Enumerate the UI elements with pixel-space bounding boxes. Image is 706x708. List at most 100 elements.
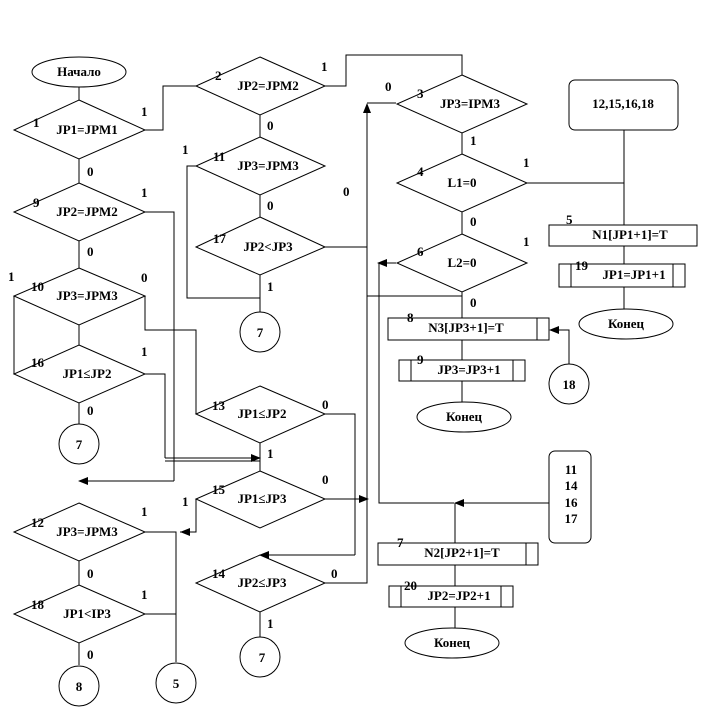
- svg-text:1: 1: [141, 587, 148, 602]
- svg-text:1: 1: [141, 344, 148, 359]
- svg-text:JP3=JPM3: JP3=JPM3: [56, 288, 118, 303]
- svg-text:1: 1: [182, 142, 189, 157]
- connector-7-a: 7: [58, 423, 100, 465]
- subroutine-20: JP2=JP2+1 20: [388, 578, 514, 608]
- svg-text:L1=0: L1=0: [447, 175, 476, 190]
- svg-text:9: 9: [417, 352, 424, 367]
- svg-text:L2=0: L2=0: [447, 255, 476, 270]
- svg-text:11: 11: [565, 462, 577, 477]
- svg-text:0: 0: [141, 270, 148, 285]
- svg-text:16: 16: [31, 355, 45, 370]
- connector-8: 8: [58, 665, 100, 707]
- process-8: N3[JP3+1]=T 8: [387, 310, 550, 341]
- svg-text:13: 13: [212, 398, 226, 413]
- group-box-top: 12,15,16,18: [568, 79, 679, 131]
- connector-7-b: 7: [239, 311, 281, 353]
- svg-text:1: 1: [267, 279, 274, 294]
- svg-text:5: 5: [566, 212, 573, 227]
- svg-text:15: 15: [212, 482, 226, 497]
- svg-text:0: 0: [267, 118, 274, 133]
- svg-text:JP1≤JP2: JP1≤JP2: [62, 366, 111, 381]
- svg-text:0: 0: [322, 397, 329, 412]
- svg-text:JP3=IPM3: JP3=IPM3: [440, 96, 501, 111]
- svg-text:JP1≤JP3: JP1≤JP3: [237, 491, 287, 506]
- svg-text:1: 1: [8, 269, 15, 284]
- svg-text:0: 0: [87, 244, 94, 259]
- decision-2: JP2=JPM2 2 1 0: [194, 56, 328, 133]
- svg-text:0: 0: [87, 566, 94, 581]
- svg-text:JP1≤JP2: JP1≤JP2: [237, 406, 286, 421]
- svg-text:0: 0: [87, 647, 94, 662]
- svg-text:JP2≤JP3: JP2≤JP3: [237, 575, 287, 590]
- svg-text:14: 14: [565, 478, 579, 493]
- svg-text:JP1<IP3: JP1<IP3: [63, 606, 111, 621]
- decision-17: JP2<JP3 17 1: [194, 216, 327, 294]
- svg-text:20: 20: [404, 578, 417, 593]
- svg-text:JP1=JP1+1: JP1=JP1+1: [602, 267, 665, 282]
- svg-text:1: 1: [141, 504, 148, 519]
- svg-text:N3[JP3+1]=T: N3[JP3+1]=T: [428, 320, 504, 335]
- svg-text:1: 1: [321, 59, 328, 74]
- svg-text:17: 17: [565, 511, 579, 526]
- svg-text:0: 0: [267, 198, 274, 213]
- decision-1: JP1=JPM1 1 1 0: [12, 99, 148, 179]
- svg-text:14: 14: [212, 566, 226, 581]
- svg-text:11: 11: [213, 149, 225, 164]
- subroutine-9: JP3=JP3+1 9: [398, 352, 526, 382]
- group-box-mid: 11 14 16 17: [548, 450, 592, 544]
- svg-text:JP3=JPM3: JP3=JPM3: [56, 524, 118, 539]
- svg-text:1: 1: [523, 155, 530, 170]
- decision-12: JP3=JPM3 12 1 0: [12, 502, 148, 581]
- svg-text:JP3=JP3+1: JP3=JP3+1: [437, 362, 500, 377]
- svg-text:17: 17: [213, 231, 227, 246]
- svg-text:0: 0: [470, 295, 477, 310]
- svg-text:0: 0: [87, 403, 94, 418]
- svg-text:N1[JP1+1]=T: N1[JP1+1]=T: [592, 227, 668, 242]
- decision-11: JP3=JPM3 11 1 0 0: [182, 136, 350, 213]
- svg-text:JP1=JPM1: JP1=JPM1: [56, 122, 118, 137]
- svg-text:0: 0: [343, 184, 350, 199]
- svg-text:0: 0: [87, 164, 94, 179]
- decision-3: JP3=IPM3 3 0 1: [385, 74, 529, 148]
- connector-7-c: 7: [239, 636, 281, 678]
- subroutine-19: JP1=JP1+1 19: [558, 258, 686, 288]
- svg-text:Конец: Конец: [446, 409, 483, 424]
- svg-text:4: 4: [417, 164, 424, 179]
- end-terminal-2: Конец: [578, 308, 674, 340]
- process-5: N1[JP1+1]=T 5: [548, 212, 698, 247]
- svg-text:19: 19: [575, 258, 589, 273]
- svg-text:8: 8: [407, 310, 414, 325]
- decision-14: JP2≤JP3 14 0 1: [194, 554, 338, 631]
- svg-text:7: 7: [397, 535, 404, 550]
- decision-18: JP1<IP3 18 1 0: [12, 584, 148, 662]
- connector-5: 5: [155, 662, 197, 704]
- svg-text:0: 0: [470, 214, 477, 229]
- decision-9: JP2=JPM2 9 1 0: [12, 182, 148, 259]
- svg-text:JP2<JP3: JP2<JP3: [243, 239, 293, 254]
- svg-text:1: 1: [267, 446, 274, 461]
- start-terminal: Начало: [31, 56, 127, 88]
- svg-text:8: 8: [76, 679, 83, 694]
- svg-text:JP3=JPM3: JP3=JPM3: [237, 158, 299, 173]
- svg-text:1: 1: [267, 616, 274, 631]
- svg-text:18: 18: [563, 377, 577, 392]
- decision-6: L2=0 6 1 0: [395, 233, 530, 310]
- decision-16: JP1≤JP2 16 1 0: [12, 344, 148, 418]
- connector-lines: [13, 54, 625, 665]
- decision-13: JP1≤JP2 13 0 1: [194, 385, 329, 461]
- svg-text:1: 1: [470, 133, 477, 148]
- svg-text:10: 10: [31, 279, 44, 294]
- svg-text:1: 1: [33, 115, 40, 130]
- svg-text:0: 0: [331, 566, 338, 581]
- svg-text:Начало: Начало: [57, 64, 101, 79]
- svg-text:JP2=JPM2: JP2=JPM2: [56, 204, 118, 219]
- svg-text:12,15,16,18: 12,15,16,18: [592, 96, 654, 111]
- svg-text:3: 3: [417, 86, 424, 101]
- svg-text:5: 5: [173, 676, 180, 691]
- svg-text:2: 2: [215, 68, 222, 83]
- process-7: N2[JP2+1]=T 7: [377, 535, 539, 566]
- decision-4: L1=0 4 1 0: [395, 153, 530, 229]
- svg-text:Конец: Конец: [608, 316, 645, 331]
- svg-text:7: 7: [76, 437, 83, 452]
